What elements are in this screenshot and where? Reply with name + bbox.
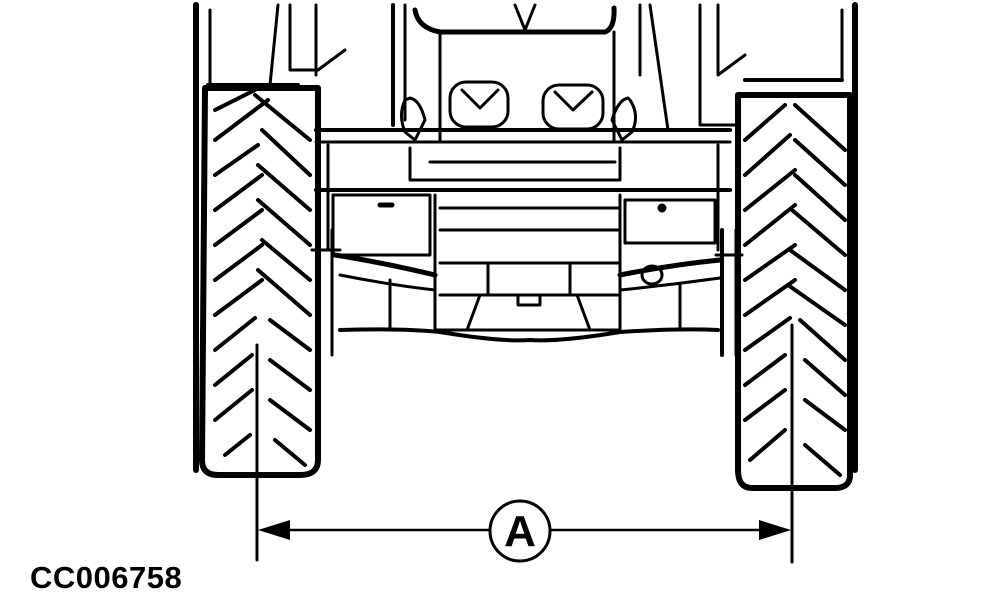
figure-id-label: CC006758 [30,560,183,595]
arrowhead-right-icon [759,520,791,540]
tractor-body [193,2,858,473]
dimension-line-a [255,323,794,564]
dimension-callout-circle [488,499,552,563]
left-tire [199,85,321,478]
dimension-label-a: A [504,507,536,556]
arrowhead-left-icon [258,520,290,540]
right-tire [735,92,853,491]
